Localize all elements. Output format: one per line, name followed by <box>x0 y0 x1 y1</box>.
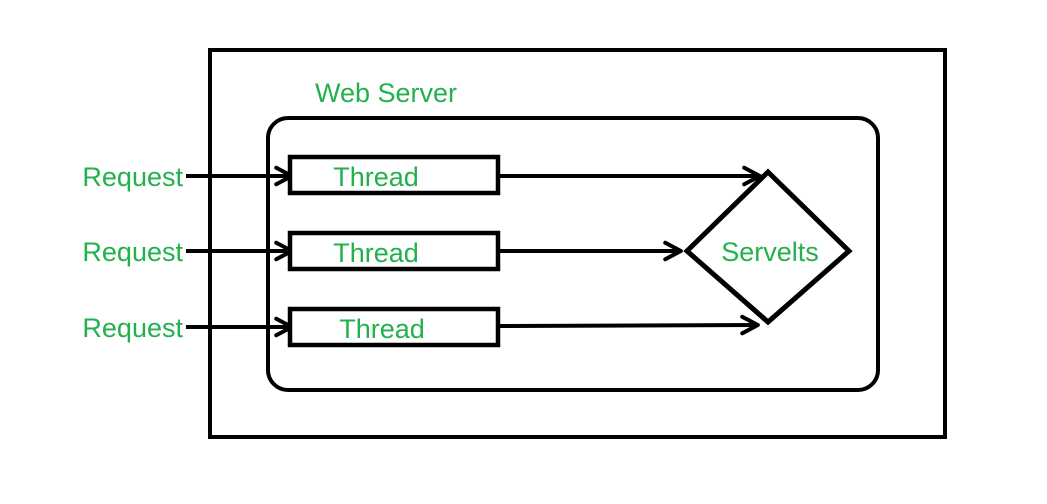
thread-label-3: Thread <box>339 314 425 344</box>
servlets-label: Servelts <box>721 237 819 267</box>
request-label-1: Request <box>82 162 183 192</box>
thread-arrow-3 <box>499 314 760 336</box>
thread-label-2: Thread <box>333 238 419 268</box>
web-server-container-box <box>266 116 880 392</box>
thread-box-2 <box>287 230 501 272</box>
thread-label-1: Thread <box>333 162 419 192</box>
outer-boundary-box <box>208 48 947 439</box>
thread-box-3 <box>287 306 501 348</box>
request-label-3: Request <box>82 313 183 343</box>
servlets-diamond <box>683 168 853 326</box>
request-label-2: Request <box>82 237 183 267</box>
web-server-title: Web Server <box>315 78 457 108</box>
thread-box-1 <box>287 154 501 196</box>
